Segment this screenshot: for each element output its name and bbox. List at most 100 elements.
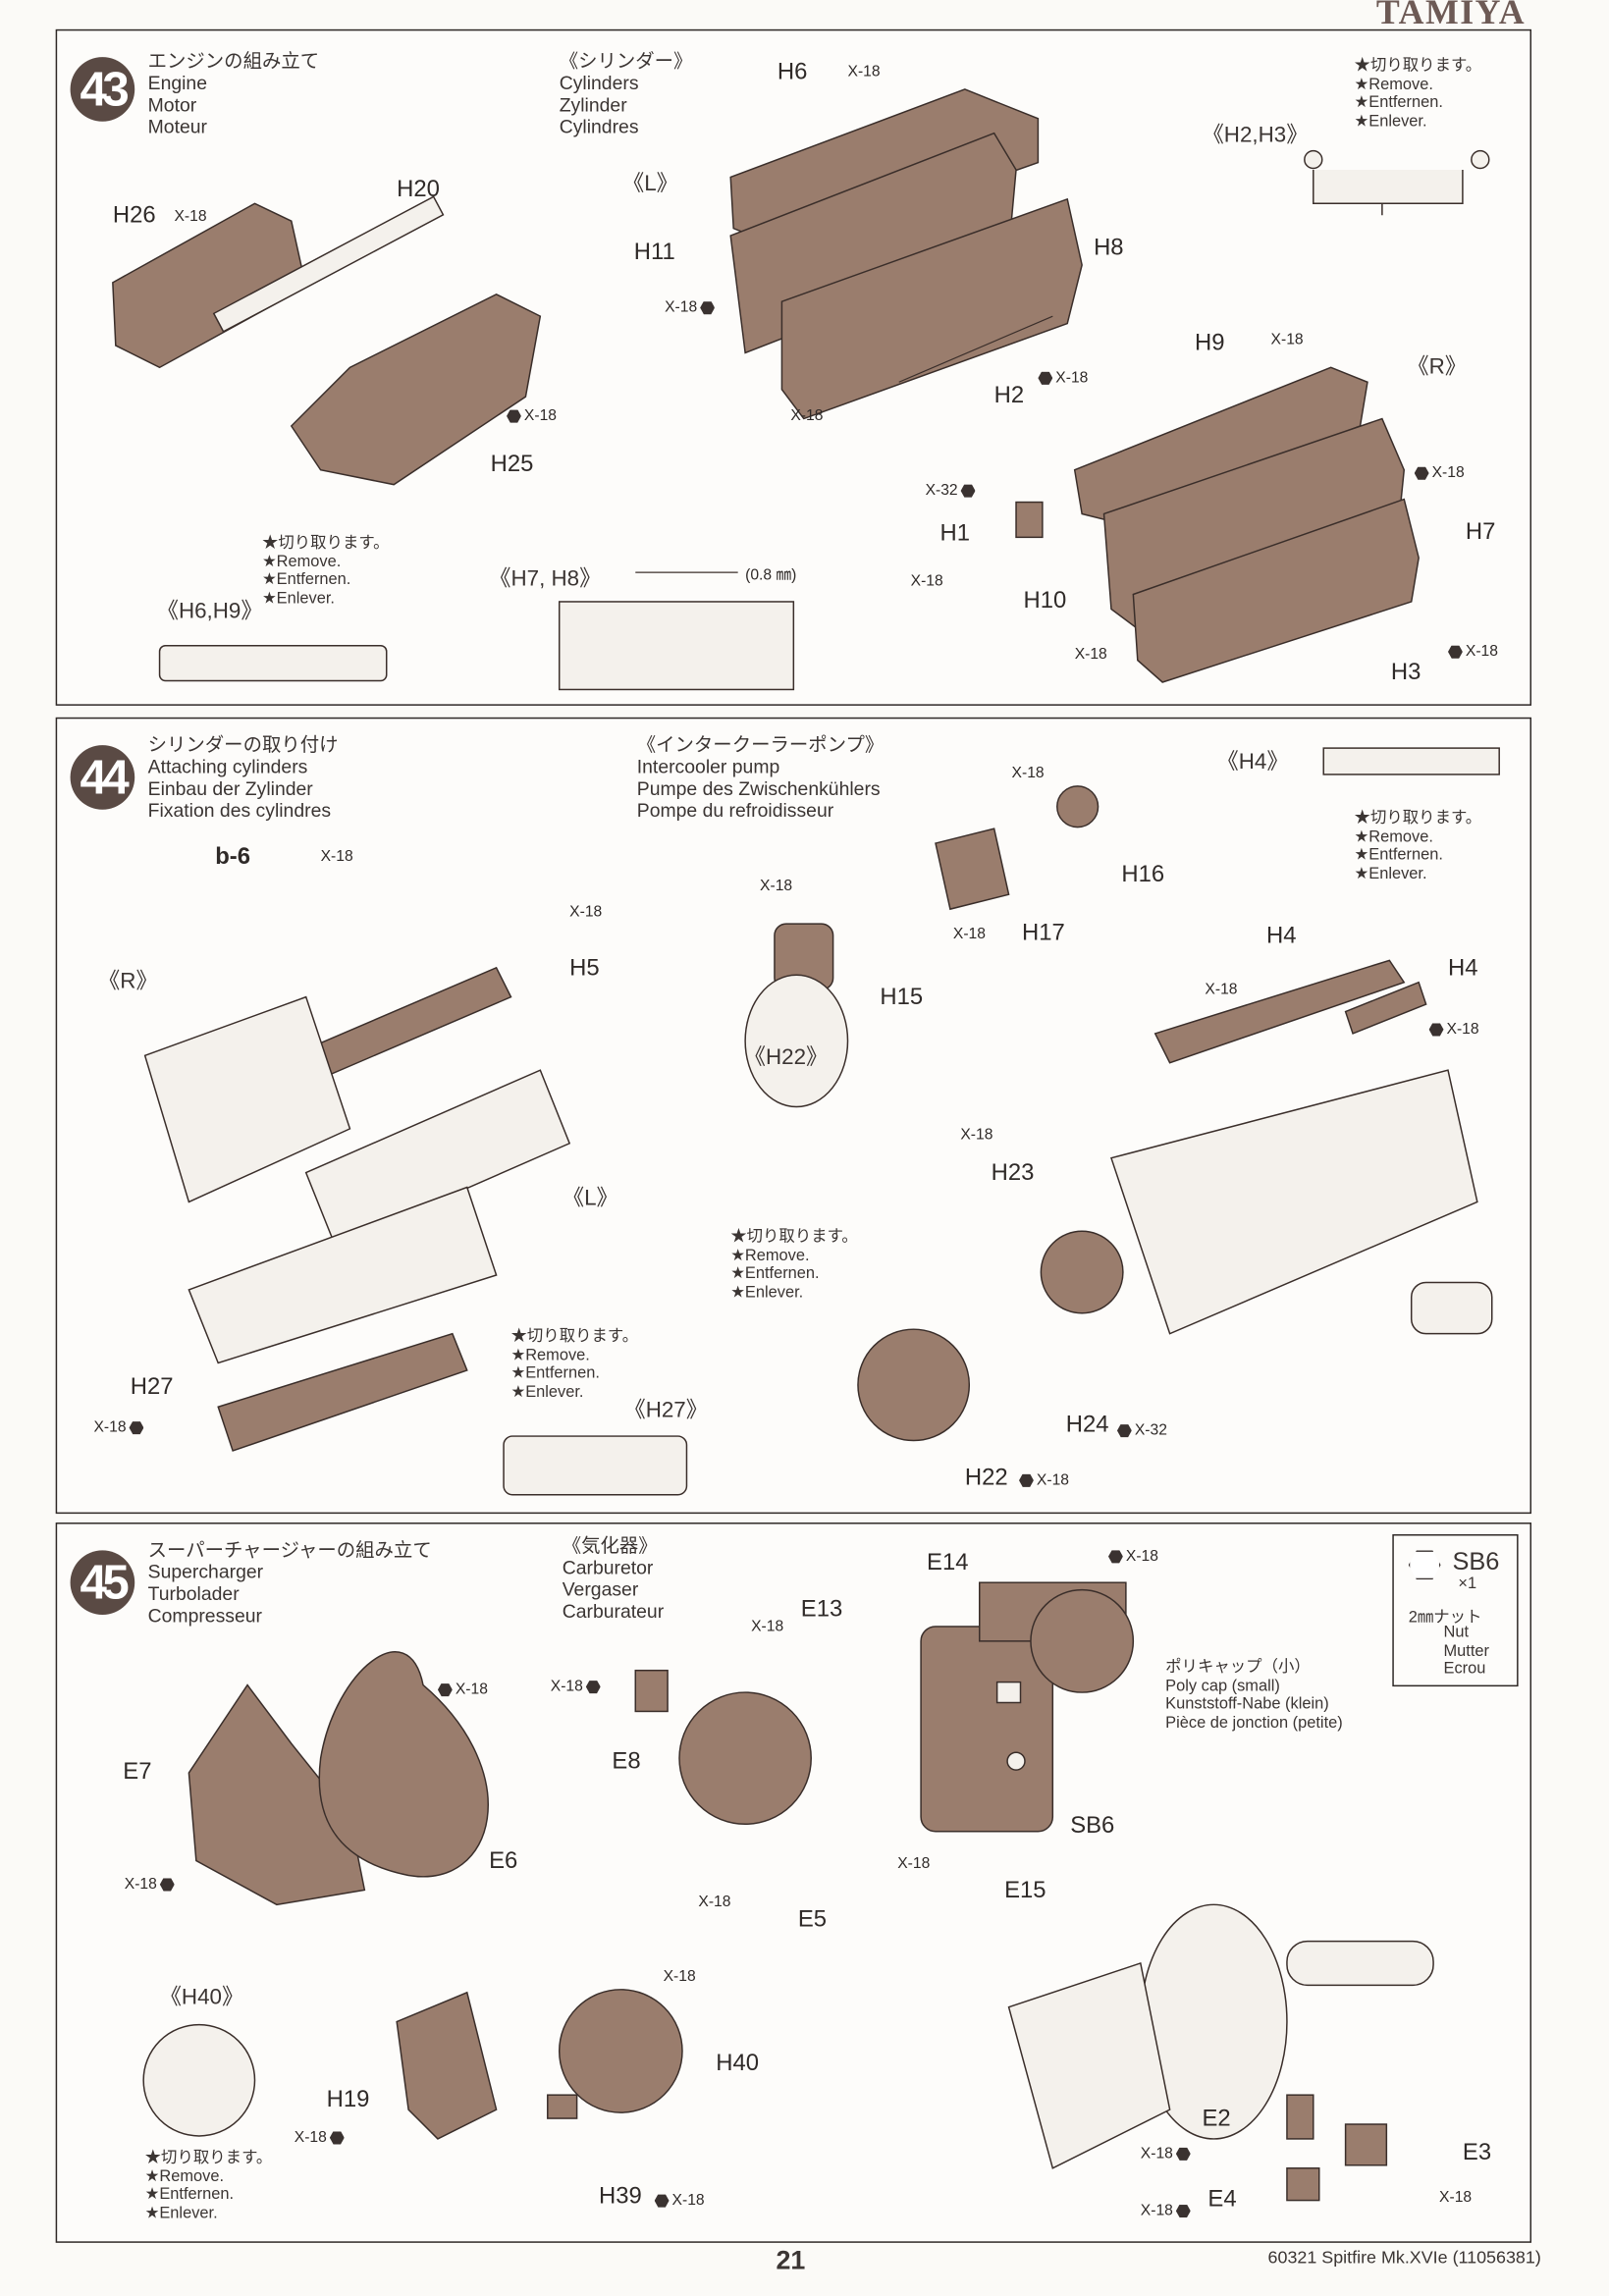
part-e3 (1344, 2123, 1388, 2166)
engine-assembly (1110, 1069, 1478, 1335)
part-h25 (290, 293, 542, 486)
hardware-name-ja: 2㎜ナット (1408, 1609, 1482, 1627)
cement-label: X-18 (1141, 2202, 1194, 2219)
remove-note: ★切り取ります。★Remove.★Entfernen.★Enlever. (261, 534, 390, 608)
detail-h6-h9: 《H6,H9》 (156, 598, 263, 624)
part-e4 (1286, 2167, 1320, 2202)
part-label: H4 (1266, 924, 1297, 949)
part-label: E2 (1202, 2107, 1231, 2132)
part-h7h8-detail (558, 601, 795, 691)
part-label: H26 (112, 203, 156, 229)
part-h2-h3-detail (1313, 170, 1464, 216)
cement-label: X-18 (551, 1678, 604, 1695)
detail-h27: 《H27》 (623, 1398, 709, 1423)
part-e2 (1286, 2094, 1314, 2140)
cement-label: X-18 (295, 2128, 348, 2146)
hardware-qty: ×1 (1458, 1575, 1477, 1593)
right-side-label: 《R》 (97, 969, 158, 994)
cement-label: X-18 (698, 1893, 731, 1911)
part-label: H11 (633, 240, 675, 265)
cement-label: X-18 (1074, 645, 1107, 664)
drill-size: (0.8 ㎜) (745, 566, 797, 585)
part-label: H15 (880, 985, 924, 1011)
detail-h40: 《H40》 (159, 1985, 244, 2010)
part-label: H19 (326, 2087, 370, 2113)
remove-note: ★切り取ります。★Remove.★Entfernen.★Enlever. (510, 1327, 639, 1401)
cement-label: X-18 (665, 298, 718, 316)
part-h19 (396, 1991, 498, 2140)
cylinder-l (304, 1069, 571, 1248)
nut-icon (1408, 1550, 1441, 1580)
cement-label: X-18 (1445, 643, 1498, 661)
cement-label: X-18 (569, 903, 603, 922)
cement-label: X-18 (897, 1854, 931, 1873)
cement-label: X-18 (847, 63, 881, 81)
cement-label: X-18 (790, 406, 824, 425)
part-label: E5 (797, 1907, 828, 1933)
detail-h22: 《H22》 (743, 1044, 829, 1071)
part-label: H16 (1121, 862, 1165, 887)
part-label: H27 (130, 1374, 174, 1400)
intercooler-pump-assembly (1410, 1281, 1493, 1335)
part-label: E3 (1462, 2140, 1492, 2165)
part-h10 (1132, 498, 1420, 683)
part-label: E7 (123, 1759, 152, 1786)
part-h17 (935, 828, 1010, 911)
part-h27 (217, 1332, 468, 1452)
polycap (995, 1681, 1022, 1704)
part-label: E13 (800, 1597, 843, 1623)
cement-label: X-18 (93, 1418, 146, 1436)
part-h16 (1056, 785, 1099, 828)
product-code: 60321 Spitfire Mk.XVIe (11056381) (1267, 2247, 1541, 2269)
part-h39 (547, 2094, 578, 2119)
cement-label: X-18 (1205, 981, 1238, 999)
cement-label: X-18 (1270, 331, 1304, 348)
cement-label: X-18 (960, 1125, 993, 1144)
part-h22-detail (744, 974, 849, 1108)
part-h6h9-detail (158, 644, 388, 682)
part-label: H40 (716, 2051, 760, 2076)
part-label: E15 (1004, 1878, 1046, 1903)
cement-label: X-18 (751, 1617, 784, 1635)
cement-label: X-18 (1105, 1547, 1158, 1565)
part-label: H9 (1194, 331, 1225, 356)
paint-label: b-6 (215, 844, 251, 870)
part-label: H22 (964, 1465, 1008, 1491)
part-label: H6 (777, 60, 808, 85)
cement-label: X-18 (1412, 464, 1465, 482)
cement-label: X-18 (652, 2192, 705, 2210)
part-h27-detail (503, 1435, 688, 1496)
part-h2h3-gate-right (1471, 149, 1490, 170)
crankcase (188, 1186, 498, 1364)
part-label: H5 (569, 955, 600, 982)
cement-label: X-18 (1035, 369, 1088, 387)
step-number-45: 45 (70, 1550, 135, 1616)
part-label: E14 (927, 1550, 969, 1575)
part-h20-shaft (212, 195, 445, 333)
part-h40 (558, 1989, 683, 2113)
part-label: H25 (490, 452, 534, 478)
right-side-label: 《R》 (1407, 353, 1468, 380)
part-label: H24 (1065, 1413, 1109, 1438)
part-h4-detail (1322, 747, 1500, 775)
remove-note: ★切り取ります。★Remove.★Entfernen.★Enlever. (1354, 57, 1482, 130)
part-label: H4 (1447, 955, 1478, 982)
part-label: E8 (612, 1749, 641, 1775)
part-label: E6 (489, 1848, 518, 1874)
part-sb6 (1006, 1751, 1026, 1771)
supercharger-shaft (1286, 1940, 1434, 1987)
part-h2h3-gate-left (1304, 149, 1323, 170)
cement-label: X-18 (910, 572, 943, 591)
step-45-illustration (142, 1581, 1434, 2202)
part-label: H20 (397, 177, 440, 202)
part-label: H1 (939, 520, 970, 547)
cement-label: X-18 (1439, 2188, 1473, 2207)
cement-label: X-18 (1426, 1021, 1479, 1038)
